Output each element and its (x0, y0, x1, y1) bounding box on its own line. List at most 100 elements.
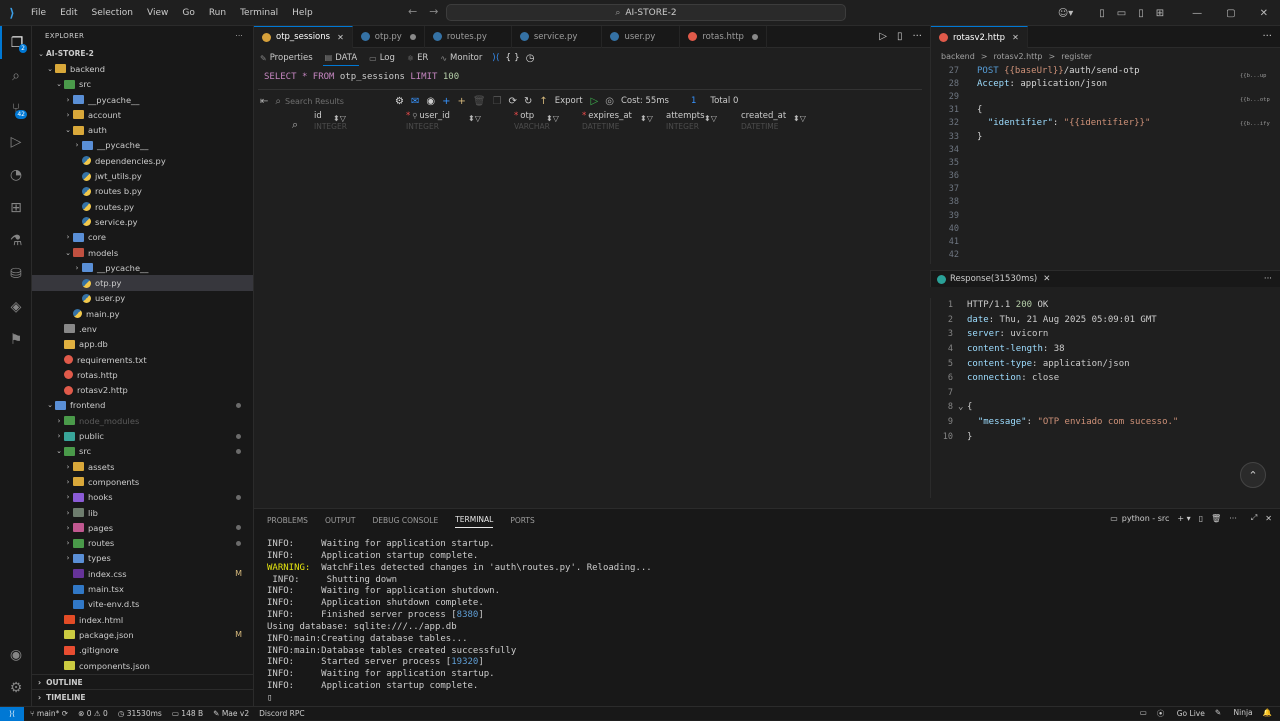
customize-layout-icon[interactable]: ⊞ (1155, 7, 1165, 19)
tab-otp_sessions[interactable]: otp_sessions✕ (254, 25, 353, 48)
explorer-icon[interactable]: ❐2 (0, 26, 32, 59)
tree-item[interactable]: .gitignore (32, 643, 253, 658)
tree-item[interactable]: ›assets (32, 459, 253, 474)
scroll-to-top-button[interactable]: ⌃ (1240, 462, 1266, 488)
collapse-icon[interactable]: ⇤ (260, 95, 269, 107)
reload-icon[interactable]: ↻ (523, 95, 533, 107)
delete-icon[interactable]: 🗑 (472, 95, 486, 107)
db-tab-log[interactable]: ▭Log (367, 51, 397, 65)
close-icon[interactable]: ✕ (1043, 274, 1051, 284)
layout-panel-icon[interactable]: ▭ (1116, 7, 1127, 19)
tree-item[interactable]: ›account (32, 107, 253, 122)
tree-item[interactable]: ›hooks (32, 490, 253, 505)
sort-filter-icon[interactable]: ⬍▽ (640, 114, 653, 123)
terminal-output[interactable]: INFO: Waiting for application startup.IN… (267, 539, 652, 705)
timer-indicator[interactable]: ◷ 31530ms (117, 709, 162, 718)
bell-icon[interactable]: 🔔 (1262, 708, 1272, 717)
menu-item-run[interactable]: Run (208, 7, 227, 18)
timeline-section[interactable]: ›TIMELINE (32, 689, 253, 704)
split-terminal-icon[interactable]: ▯ (1198, 513, 1204, 523)
tab-service-py[interactable]: service.py (512, 25, 603, 48)
page-number[interactable]: 1 (690, 96, 697, 106)
tree-item[interactable]: .env (32, 321, 253, 336)
testing-icon[interactable]: ⚗ (9, 232, 23, 249)
tree-item[interactable]: ›lib (32, 505, 253, 520)
ninja-indicator[interactable]: ✎ Ninja (1214, 708, 1253, 717)
sort-filter-icon[interactable]: ⬍▽ (546, 114, 559, 123)
tree-item[interactable]: ›__pycache__ (32, 138, 253, 153)
breadcrumb-item[interactable]: backend (941, 51, 975, 61)
tree-item[interactable]: ›core (32, 230, 253, 245)
menu-item-help[interactable]: Help (292, 7, 313, 18)
tree-item[interactable]: dependencies.py (32, 153, 253, 168)
more-actions-icon[interactable]: ··· (912, 31, 922, 42)
edge-icon[interactable]: ◔ (9, 166, 23, 183)
tree-item[interactable]: ⌄AI-STORE-2 (32, 46, 253, 61)
tab-rotasv2[interactable]: rotasv2.http✕ (931, 26, 1028, 48)
tree-item[interactable]: ⌄src (32, 444, 253, 459)
db-tab-data[interactable]: ▤DATA (322, 51, 360, 66)
close-icon[interactable]: ✕ (337, 32, 344, 42)
close-window-button[interactable]: ✕ (1259, 7, 1268, 19)
close-icon[interactable]: ✕ (1012, 33, 1019, 42)
tree-item[interactable]: jwt_utils.py (32, 168, 253, 183)
search-icon[interactable]: ⌕ (12, 67, 20, 84)
sql-query-editor[interactable]: SELECT * FROM otp_sessions LIMIT 100 (258, 68, 922, 90)
account-icon[interactable]: ◉ (9, 646, 23, 663)
tree-item[interactable]: vite-env.d.ts (32, 597, 253, 612)
fold-chevron-icon[interactable]: ⌄ (958, 402, 964, 413)
add-row-icon[interactable]: + (442, 95, 451, 107)
trash-icon[interactable]: 🗑 (1211, 513, 1222, 523)
database-icon[interactable]: ⛁ (10, 265, 22, 282)
copy-icon[interactable]: ❐ (492, 95, 502, 107)
back-arrow-icon[interactable]: ← (408, 5, 418, 18)
more-actions-icon[interactable]: ··· (1262, 31, 1272, 42)
run-query-icon[interactable]: ▷ (590, 95, 599, 107)
tree-item[interactable]: ⌄models (32, 245, 253, 260)
tree-item[interactable]: routes b.py (32, 184, 253, 199)
tree-item[interactable]: user.py (32, 291, 253, 306)
command-center-search[interactable]: ⌕AI-STORE-2 (446, 4, 846, 21)
outline-section[interactable]: ›OUTLINE (32, 674, 253, 689)
sort-filter-icon[interactable]: ⬍▽ (468, 114, 481, 123)
discord-indicator[interactable]: Discord RPC (259, 709, 305, 718)
layout-icon[interactable]: ▭ (1139, 708, 1147, 717)
sort-filter-icon[interactable]: ⬍▽ (704, 114, 717, 123)
menu-item-view[interactable]: View (146, 7, 169, 18)
tree-item[interactable]: rotasv2.http (32, 383, 253, 398)
menu-item-selection[interactable]: Selection (91, 7, 133, 18)
tree-item[interactable]: ›__pycache__ (32, 260, 253, 275)
tree-item[interactable]: ›public (32, 428, 253, 443)
menu-item-terminal[interactable]: Terminal (240, 7, 279, 18)
sort-filter-icon[interactable]: ⬍▽ (333, 114, 346, 123)
panel-tab-problems[interactable]: PROBLEMS (267, 515, 308, 525)
tab-user-py[interactable]: user.py (602, 25, 681, 48)
bookmark-icon[interactable]: ⚑ (9, 331, 23, 348)
search-results-input[interactable]: Search Results (285, 96, 344, 106)
db-tab-er[interactable]: ⚛ER (405, 51, 430, 65)
layout-secondary-icon[interactable]: ▯ (1138, 7, 1144, 19)
tree-item[interactable]: main.tsx (32, 581, 253, 596)
new-terminal-icon[interactable]: + ▾ (1177, 513, 1191, 523)
db-tab-monitor[interactable]: ∿Monitor (438, 51, 484, 65)
vscode-icon[interactable]: ⟩⟨ (492, 53, 500, 63)
export-button[interactable]: Export (554, 96, 583, 106)
tree-item[interactable]: ›pages (32, 520, 253, 535)
split-editor-icon[interactable]: ▯ (896, 31, 903, 42)
shell-name[interactable]: python - src (1121, 513, 1170, 523)
tab-routes-py[interactable]: routes.py (425, 25, 512, 48)
tree-item[interactable]: ›node_modules (32, 413, 253, 428)
menu-item-edit[interactable]: Edit (60, 7, 78, 18)
remote-icon[interactable]: ⟩⟨ (0, 706, 24, 721)
braces-icon[interactable]: { } (505, 53, 520, 63)
eye-icon[interactable]: ◎ (605, 95, 614, 107)
menu-item-go[interactable]: Go (182, 7, 195, 18)
minimap[interactable]: {{b...up{{b...otp{{b...ify (1240, 64, 1280, 154)
run-debug-icon[interactable]: ▷ (10, 133, 22, 150)
tree-item[interactable]: ›components (32, 474, 253, 489)
